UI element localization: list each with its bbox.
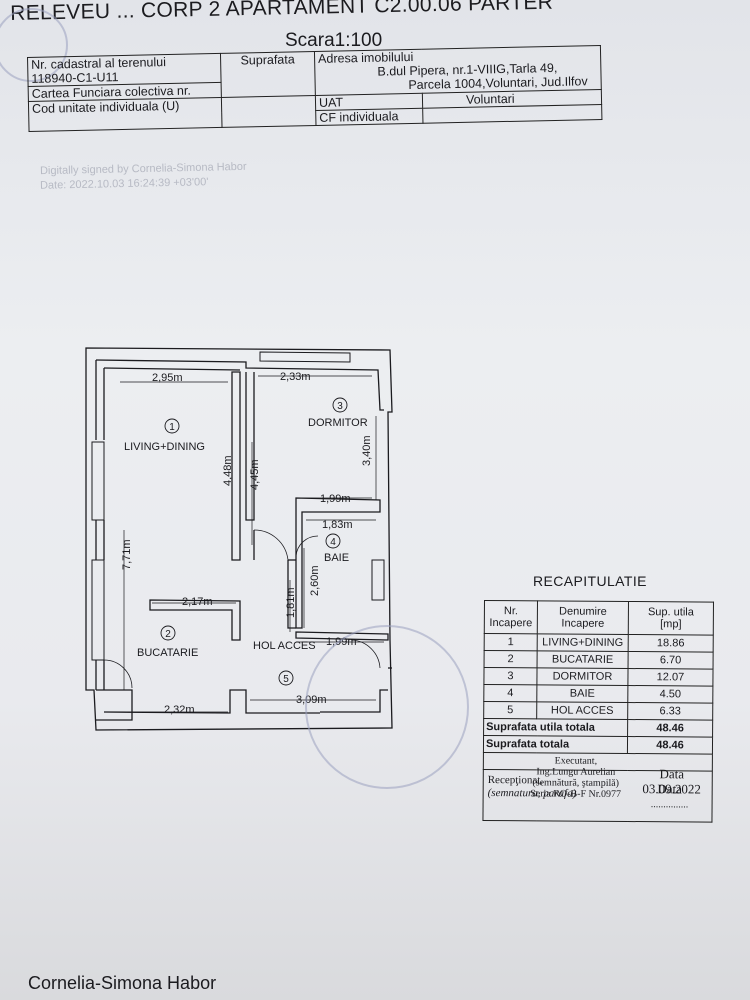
- row-nr: 5: [483, 701, 537, 719]
- row-area: 12.07: [627, 668, 714, 687]
- row-area: 4.50: [627, 685, 713, 704]
- total-row: Suprafata totala 48.46: [483, 735, 713, 755]
- row-nr: 1: [484, 633, 538, 651]
- table-row: 3 DORMITOR 12.07: [483, 667, 714, 687]
- dim-bedroom-depth: 3,40m: [361, 435, 373, 466]
- col-name-label-2: Incapere: [561, 617, 605, 630]
- room-number-3: 3: [337, 401, 343, 412]
- room-number-1: 1: [169, 422, 175, 433]
- scale-label: Scara1:100: [285, 30, 383, 51]
- dim-living-depth-b: 4,45m: [249, 459, 261, 490]
- footer-name: Cornelia-Simona Habor: [28, 973, 217, 993]
- row-name: DORMITOR: [536, 667, 629, 686]
- room-name-kitchen: BUCATARIE: [137, 647, 198, 659]
- row-area: 6.70: [628, 651, 714, 670]
- dim-bedroom-lower-width: 1,99m: [320, 493, 351, 505]
- dim-kitchen-width: 2,17m: [182, 596, 213, 608]
- stamp-top-left: [0, 8, 68, 82]
- row-name: BAIE: [536, 684, 628, 703]
- row-nr: 3: [483, 667, 538, 685]
- room-number-4: 4: [330, 537, 336, 548]
- room-number-2: 2: [165, 629, 171, 640]
- room-name-hall: HOL ACCES: [253, 640, 316, 652]
- stamp-recap: [305, 625, 469, 789]
- recap-table: Nr. Incapere Denumire Incapere Sup. util…: [482, 600, 714, 823]
- table-row: 1 LIVING+DINING 18.86: [484, 633, 714, 653]
- row-name: LIVING+DINING: [537, 633, 629, 652]
- table-row: 5 HOL ACCES 6.33: [483, 701, 713, 721]
- row-area: 6.33: [627, 702, 713, 721]
- date2-label: Data: [657, 781, 683, 797]
- col-nr-label-2: Incapere: [489, 617, 533, 630]
- receptionat-sign-label: (semnatura, parafa): [487, 787, 577, 800]
- dim-bottom-left: 2,32m: [164, 704, 195, 716]
- room-name-bedroom: DORMITOR: [308, 417, 368, 429]
- dim-hall-depth: 1,81m: [285, 587, 297, 618]
- table-row: 2 BUCATARIE 6.70: [484, 650, 714, 670]
- executant-row: Executant, Ing.Lungu Aurelian (semnătură…: [483, 752, 713, 800]
- room-name-living: LIVING+DINING: [124, 441, 205, 453]
- dim-bath-depth: 2,60m: [309, 565, 321, 596]
- dim-apartment-depth: 7,71m: [121, 539, 133, 570]
- date2-dots: ...............: [650, 799, 689, 811]
- row-area: 18.86: [628, 634, 714, 653]
- recap-title: RECAPITULATIE: [533, 573, 647, 589]
- room-name-bath: BAIE: [324, 552, 349, 564]
- dim-bedroom-width: 2,33m: [280, 371, 311, 383]
- receptionat-label: Recepţionat,: [487, 774, 544, 787]
- dim-bath-width: 1,83m: [322, 519, 353, 531]
- total-value: 48.46: [627, 736, 713, 755]
- executant-label: Executant,: [554, 755, 598, 767]
- total-label: Suprafata totala: [483, 735, 628, 754]
- receptionat-row: Recepţionat, (semnatura, parafa) Data ..…: [482, 769, 713, 823]
- row-nr: 2: [484, 650, 538, 668]
- dim-living-width: 2,95m: [152, 372, 183, 384]
- dim-living-depth-a: 4,48m: [222, 455, 234, 486]
- room-number-5: 5: [283, 674, 289, 685]
- row-name: BUCATARIE: [537, 650, 629, 669]
- total-useful-row: Suprafata utila totala 48.46: [483, 718, 713, 738]
- col-nr-label-1: Nr.: [503, 605, 518, 618]
- col-area-label-2: [mp]: [660, 618, 682, 631]
- col-area-label-1: Sup. utila: [647, 606, 694, 619]
- total-useful-label: Suprafata utila totala: [483, 718, 628, 737]
- col-name-label-1: Denumire: [559, 605, 607, 618]
- row-name: HOL ACCES: [536, 701, 628, 720]
- row-nr: 4: [483, 684, 537, 702]
- table-row: 4 BAIE 4.50: [483, 684, 713, 704]
- total-useful-value: 48.46: [627, 719, 713, 738]
